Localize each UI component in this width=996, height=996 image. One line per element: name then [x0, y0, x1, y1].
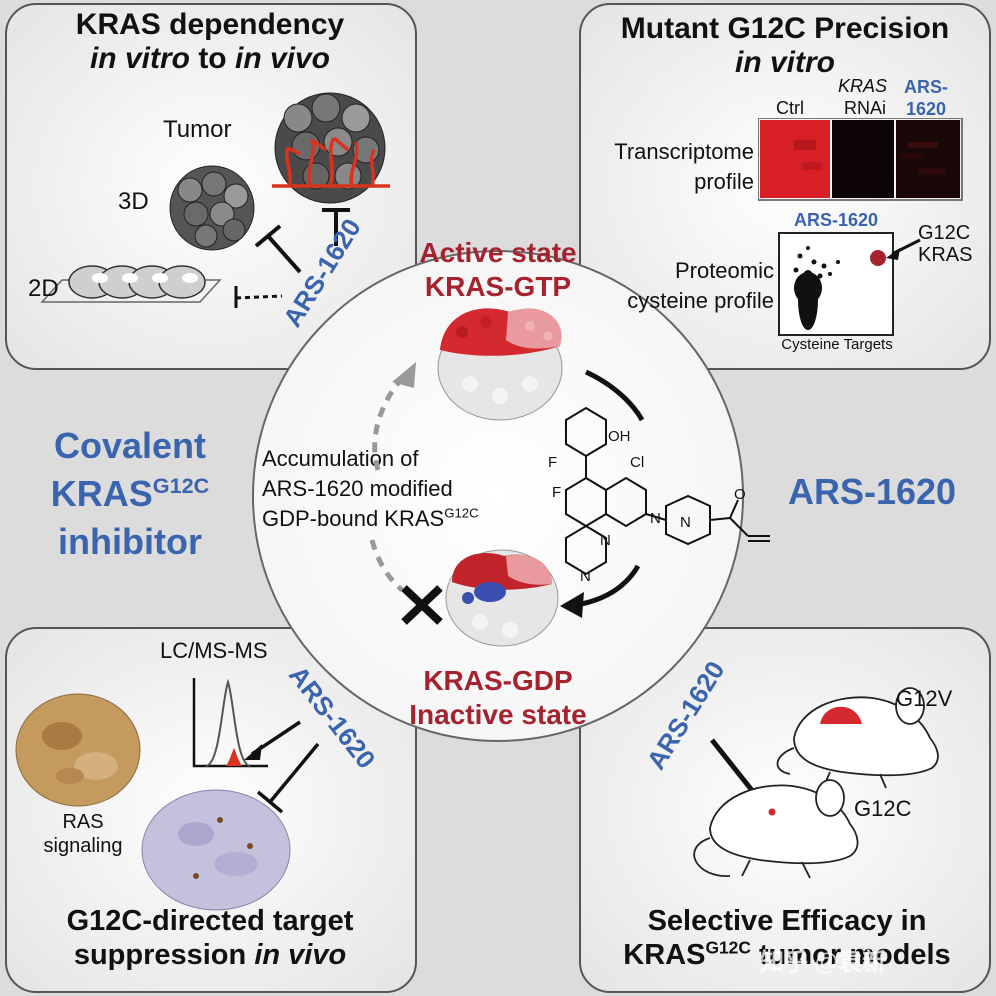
- ars-1620-structure: [565, 406, 770, 576]
- g12c-arrow: [886, 238, 921, 260]
- proteomic-plot-title: ARS-1620: [793, 210, 879, 230]
- spheroid-3d: [169, 165, 255, 251]
- chem-n4: N: [680, 514, 691, 531]
- chem-n2: N: [580, 568, 591, 585]
- g12c-tumor: [768, 808, 776, 816]
- top-left-title: KRAS dependency in vitro to in vivo: [75, 8, 345, 75]
- col-rnai: RNAi: [844, 98, 887, 118]
- chem-f2: F: [552, 484, 562, 501]
- lcms-illustration: [15, 678, 320, 911]
- blocked-x: [401, 585, 443, 625]
- inhibition-arrows: [234, 208, 350, 308]
- chem-n1: N: [600, 532, 611, 549]
- ars-1620-side-label: ARS-1620: [787, 471, 957, 512]
- proteomic-xlabel: Cysteine Targets: [781, 336, 893, 353]
- chem-n3: N: [650, 510, 661, 527]
- mouse-models-illustration: [693, 687, 939, 879]
- label-2d: 2D: [28, 275, 59, 302]
- label-3d: 3D: [118, 188, 149, 215]
- bottom-right-title: Selective Efficacy in KRASG12C tumor mod…: [623, 905, 951, 971]
- transcriptome-heatmap: [758, 118, 963, 201]
- top-right-title: Mutant G12C Precision in vitro: [620, 12, 950, 79]
- accumulation-label: Accumulation of ARS-1620 modified GDP-bo…: [262, 446, 479, 531]
- tumor-vasculature: [272, 136, 390, 188]
- proteomic-scatter-plot: [778, 232, 894, 336]
- g12c-kras-point: [870, 250, 886, 266]
- kras-gtp-protein: [437, 308, 563, 421]
- kras-gdp-protein: [445, 549, 559, 647]
- col-kras: KRAS: [838, 76, 888, 96]
- bottom-left-title: G12C-directed target suppression in vivo: [66, 905, 354, 971]
- tumor-label: Tumor: [163, 116, 232, 143]
- chem-cl: Cl: [630, 454, 645, 471]
- chem-o: O: [734, 486, 746, 503]
- center-circle: [252, 250, 744, 742]
- g12c-label: G12C: [854, 796, 912, 821]
- chem-oh: OH: [608, 428, 631, 445]
- col-ctrl: Ctrl: [776, 98, 804, 118]
- g12v-tumor: [820, 706, 862, 724]
- lcms-label: LC/MS-MS: [160, 638, 268, 663]
- chem-f1: F: [548, 454, 558, 471]
- watermark: 知乎 @袁新: [760, 949, 887, 976]
- col-ars: ARS-1620: [904, 77, 948, 119]
- mouse-g12c: [693, 779, 859, 879]
- g12v-label: G12V: [896, 686, 953, 711]
- kras-dependency-illustration: [40, 92, 390, 308]
- covalent-inhibitor-label: Covalent KRASG12C inhibitor: [50, 425, 210, 562]
